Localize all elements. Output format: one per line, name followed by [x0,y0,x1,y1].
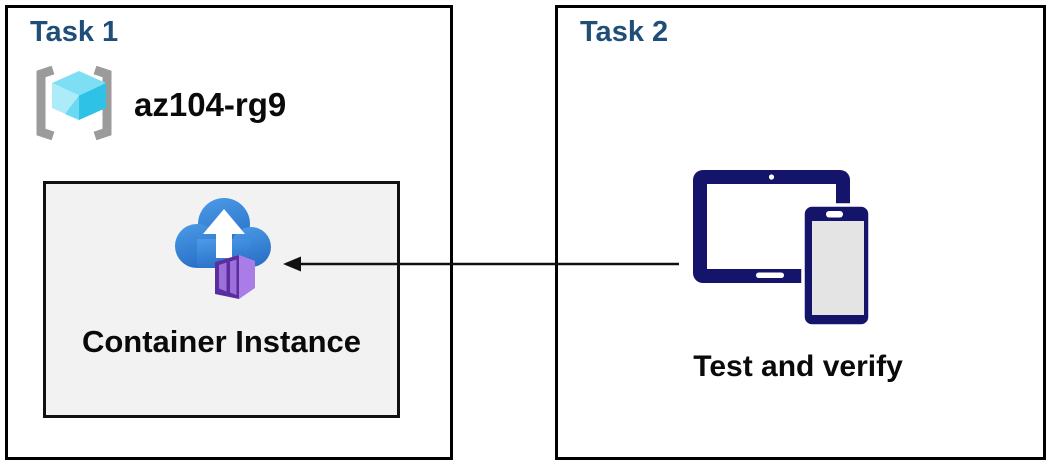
resource-group-icon [36,65,112,141]
upload-arrow [203,209,245,258]
task2-title: Task 2 [580,16,669,48]
resource-group-row: az104-rg9 [32,65,286,141]
phone-icon [801,203,872,328]
tablet-phone-icon [693,170,872,328]
task2-panel: Task 2 Test and verify [555,5,1046,460]
container-cube [215,255,255,299]
test-and-verify-label: Test and verify [693,350,903,383]
container-instance-label: Container Instance [81,324,362,359]
container-instance-icon [175,198,271,299]
task1-title: Task 1 [30,16,119,48]
task1-panel: Task 1 az104-rg9 [5,5,453,460]
container-instance-box: Container Instance [43,181,400,418]
resource-group-name: az104-rg9 [134,86,287,123]
